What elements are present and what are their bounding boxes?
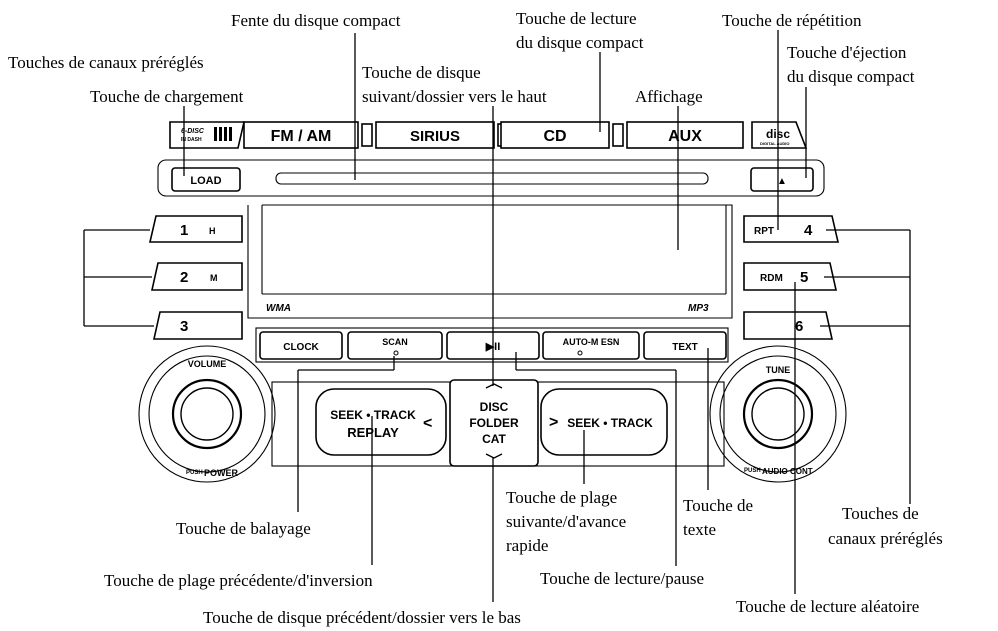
seek-back-arrow-icon: < xyxy=(423,415,432,432)
cat-label: CAT xyxy=(482,432,506,446)
folder-label: FOLDER xyxy=(469,416,519,430)
preset-2-label: 2 xyxy=(180,269,188,286)
text-button[interactable] xyxy=(643,331,727,360)
sirius-button[interactable] xyxy=(375,121,495,149)
auto-m-indicator-icon xyxy=(577,350,583,356)
aux-label: AUX xyxy=(668,128,702,145)
label-presets-right-1: Touches de xyxy=(842,504,919,523)
label-disc-up-2: suivant/dossier vers le haut xyxy=(362,87,547,106)
scan-indicator-icon xyxy=(393,350,399,356)
disc-down-icon xyxy=(485,453,503,459)
seek-track-back-label: SEEK • TRACK xyxy=(330,408,416,422)
clock-button[interactable] xyxy=(259,331,343,360)
label-load: Touche de chargement xyxy=(90,87,244,106)
label-next-track-1: Touche de plage xyxy=(506,488,617,507)
label-repeat: Touche de répétition xyxy=(722,11,862,30)
push-power-2: POWER xyxy=(204,468,239,478)
preset-4-button[interactable] xyxy=(743,215,840,243)
push-audio-1: PUSH xyxy=(744,468,761,474)
preset-1-button[interactable] xyxy=(148,215,243,243)
preset-4-sub: RPT xyxy=(754,226,774,237)
disc-folder-cat-button[interactable] xyxy=(449,379,539,467)
label-next-track-3: rapide xyxy=(506,536,548,555)
label-disc-down: Touche de disque précédent/dossier vers … xyxy=(203,608,521,627)
preset-2-button[interactable] xyxy=(151,262,243,291)
label-random: Touche de lecture aléatoire xyxy=(736,597,919,616)
wma-logo: WMA xyxy=(266,303,291,314)
label-next-track-2: suivante/d'avance xyxy=(506,512,626,531)
sirius-label: SIRIUS xyxy=(410,128,460,145)
cd-button[interactable] xyxy=(500,121,610,149)
preset-5-label: 5 xyxy=(800,269,808,286)
auto-m-esn-label: AUTO-M ESN xyxy=(563,337,620,347)
preset-6-label: 6 xyxy=(795,318,803,335)
mp3-logo: MP3 xyxy=(688,303,709,314)
seek-forward-arrow-icon: > xyxy=(549,414,558,431)
push-audio-2: AUDIO CONT xyxy=(762,467,813,476)
changer-logo-text-2: IN DASH xyxy=(181,137,202,143)
changer-logo-text-1: 6-DISC xyxy=(181,128,205,135)
label-cd-slot: Fente du disque compact xyxy=(231,11,401,30)
disc-label: DISC xyxy=(480,400,509,414)
tune-knob[interactable]: TUNE PUSH AUDIO CONT xyxy=(709,345,847,483)
preset-4-label: 4 xyxy=(804,222,813,239)
seek-track-forward-button[interactable] xyxy=(540,388,668,456)
label-prev-track: Touche de plage précédente/d'inversion xyxy=(104,571,373,590)
label-presets-left: Touches de canaux préréglés xyxy=(8,53,204,72)
load-label: LOAD xyxy=(190,175,221,187)
label-text-1: Touche de xyxy=(683,496,753,515)
label-cd-play-2: du disque compact xyxy=(516,33,644,52)
aux-button[interactable] xyxy=(626,121,744,149)
disc-up-icon xyxy=(485,383,503,389)
eject-button[interactable] xyxy=(750,167,814,192)
cd-label: CD xyxy=(543,128,566,145)
changer-logo-button[interactable] xyxy=(169,121,246,149)
label-play-pause: Touche de lecture/pause xyxy=(540,569,704,588)
label-eject-1: Touche d'éjection xyxy=(787,43,907,62)
function-row-frame xyxy=(255,327,729,363)
preset-1-sub: H xyxy=(209,226,216,236)
band-divider xyxy=(612,123,624,147)
replay-label: REPLAY xyxy=(347,425,399,440)
preset-5-button[interactable] xyxy=(743,262,837,291)
load-button[interactable] xyxy=(171,167,241,192)
label-presets-right-2: canaux préréglés xyxy=(828,529,943,548)
preset-2-sub: M xyxy=(210,273,218,283)
label-text-2: texte xyxy=(683,520,716,539)
preset-3-button[interactable] xyxy=(153,311,243,340)
band-divider xyxy=(361,123,373,147)
label-scan: Touche de balayage xyxy=(176,519,311,538)
volume-label: VOLUME xyxy=(188,359,227,369)
fm-am-button[interactable] xyxy=(243,121,359,149)
auto-m-esn-button[interactable] xyxy=(542,331,640,360)
leader-lines xyxy=(83,30,911,602)
label-cd-play-1: Touche de lecture xyxy=(516,9,637,28)
changer-stripes-icon xyxy=(214,127,232,141)
seek-track-back-button[interactable] xyxy=(315,388,447,456)
cd-slot xyxy=(275,172,709,185)
tune-label: TUNE xyxy=(766,365,791,375)
label-eject-2: du disque compact xyxy=(787,67,915,86)
fm-am-label: FM / AM xyxy=(271,128,332,145)
push-power-1: PUSH xyxy=(186,470,203,476)
label-display: Affichage xyxy=(635,87,703,106)
volume-knob[interactable]: VOLUME PUSH POWER xyxy=(138,345,276,483)
preset-6-button[interactable] xyxy=(743,311,833,340)
slot-rail xyxy=(157,159,825,197)
display-frame xyxy=(247,204,733,319)
band-row: 6-DISC IN DASH FM / AM SIRIUS CD AUX dis… xyxy=(169,121,808,149)
cd-logo-sub: DIGITAL AUDIO xyxy=(760,141,789,146)
preset-3-label: 3 xyxy=(180,318,188,335)
clock-label: CLOCK xyxy=(283,342,319,353)
preset-1-label: 1 xyxy=(180,222,188,239)
label-disc-up-1: Touche de disque xyxy=(362,63,481,82)
seek-track-forward-label: SEEK • TRACK xyxy=(567,416,653,430)
preset-5-sub: RDM xyxy=(760,273,783,284)
scan-label: SCAN xyxy=(382,337,408,347)
scan-button[interactable] xyxy=(347,331,443,360)
eject-icon: ▲ xyxy=(777,176,787,187)
text-label: TEXT xyxy=(672,342,698,353)
